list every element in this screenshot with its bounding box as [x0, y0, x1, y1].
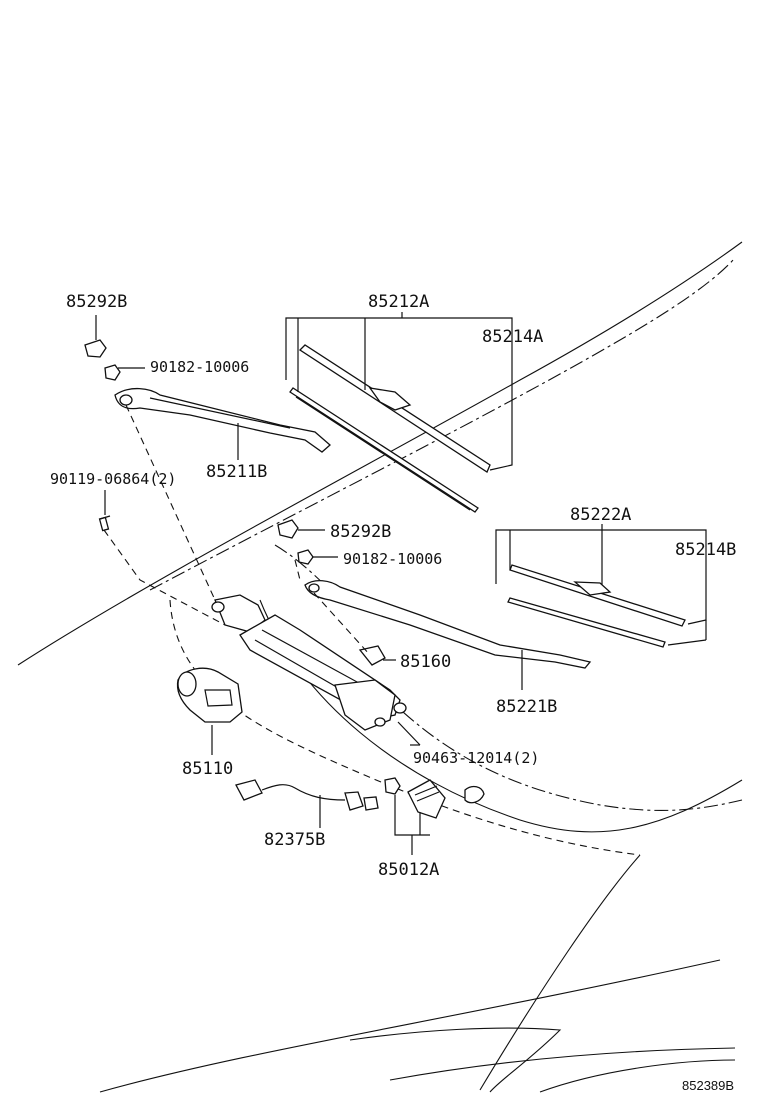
wire-harness	[235, 779, 379, 811]
label-link-assy: 85160	[400, 652, 451, 672]
label-blade-assy-1: 85212A	[368, 292, 429, 312]
part-labels: 85292B 90182-10006 85212A 85214A 85211B …	[50, 292, 736, 880]
diagram-reference: 852389B	[682, 1078, 734, 1093]
label-arm-1: 85211B	[206, 462, 267, 482]
cap-and-nut-parts	[84, 339, 485, 804]
label-bolt: 90119-06864(2)	[50, 470, 176, 488]
wiper-arm-left	[114, 387, 331, 453]
label-nut-1: 90182-10006	[150, 358, 249, 376]
leader-lines	[95, 312, 707, 855]
label-blade-refill-2: 85214B	[675, 540, 736, 560]
wiper-arm-right	[304, 580, 592, 669]
wiper-blade-right	[507, 564, 686, 648]
wiper-motor	[176, 667, 243, 723]
connector-part	[407, 779, 446, 819]
label-cap-1: 85292B	[66, 292, 127, 312]
wiper-blade-left	[289, 344, 491, 513]
label-blade-assy-2: 85222A	[570, 505, 631, 525]
label-clip: 90463-12014(2)	[413, 749, 539, 767]
vehicle-body-outline	[17, 241, 743, 1093]
label-motor: 85110	[182, 759, 233, 779]
label-wire: 82375B	[264, 830, 325, 850]
label-blade-refill-1: 85214A	[482, 327, 543, 347]
label-arm-2: 85221B	[496, 697, 557, 717]
label-cap-2: 85292B	[330, 522, 391, 542]
assembly-guide-lines	[103, 404, 371, 656]
label-connector: 85012A	[378, 860, 439, 880]
label-nut-2: 90182-10006	[343, 550, 442, 568]
